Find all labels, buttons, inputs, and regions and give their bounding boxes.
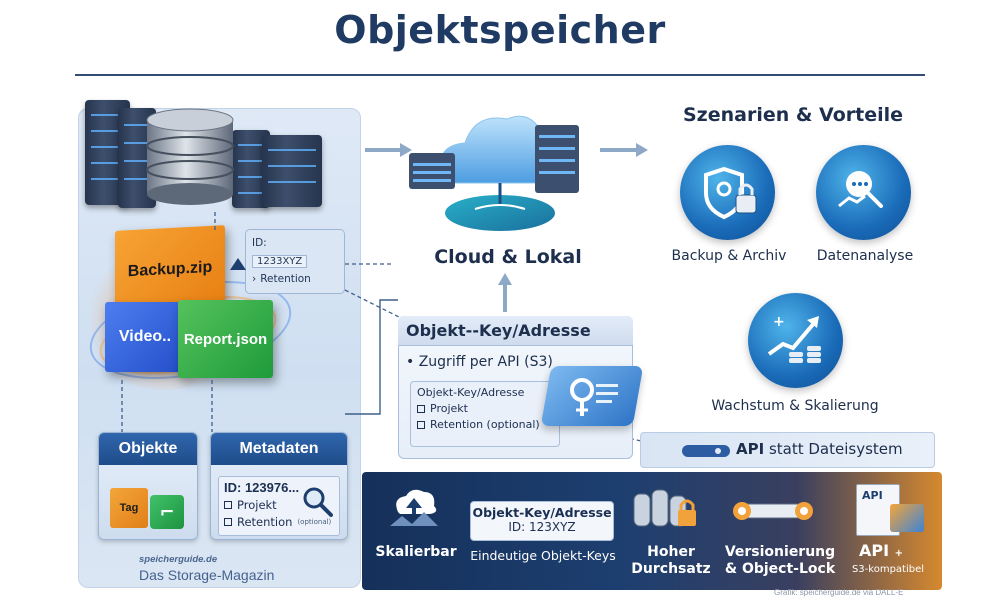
checkbox-icon — [224, 501, 232, 509]
shield-symbol — [704, 166, 757, 220]
storage-lock-icon — [633, 489, 696, 527]
eindeutig-label: Eindeutige Objekt-Keys — [470, 548, 616, 563]
backup-archiv-label: Backup & Archiv — [671, 248, 787, 264]
key-item-label: Projekt — [430, 402, 468, 415]
metadata-item-label: Projekt — [237, 498, 277, 512]
objekte-card: Objekte — [98, 432, 198, 540]
checkbox-icon — [417, 404, 425, 413]
cloud-network-illustration — [409, 115, 579, 231]
versioning-pipe-icon — [733, 502, 813, 520]
metadaten-label: Metadaten — [211, 433, 347, 465]
video-cube: Video.. — [105, 302, 185, 372]
chevron-right-icon: › — [252, 273, 257, 285]
versionierung-line2: & Object-Lock — [724, 561, 836, 577]
cube-label: Report.json — [183, 330, 268, 348]
tag-label: Tag — [119, 502, 139, 514]
object-key-box: Objekt-Key/Adresse Projekt Retention (op… — [410, 381, 560, 447]
api-feature-label: API + — [846, 543, 916, 562]
key-item: Retention (optional) — [417, 418, 553, 431]
key-item-label: Retention (optional) — [430, 418, 540, 431]
durchsatz-line1: Hoher — [647, 544, 695, 560]
cube-stack-icon — [890, 504, 924, 532]
api-main-label: API — [858, 541, 890, 560]
skalierbar-label: Skalierbar — [375, 544, 457, 560]
api-bar — [640, 432, 935, 468]
api-plus: + — [894, 548, 904, 559]
chat-magnifier-symbol — [838, 171, 883, 208]
brand-tagline: Das Storage-Magazin — [139, 567, 275, 583]
id-card-retention: Retention — [260, 273, 311, 285]
cloud-upload-icon — [390, 489, 438, 526]
growth-chart-symbol: + — [767, 314, 821, 363]
image-credit: Grafik: speicherguide.de via DALL-E — [774, 588, 904, 597]
versionierung-line1: Versionierung — [724, 544, 836, 560]
object-id-card: ID: 1233XYZ ›Retention — [245, 229, 345, 294]
server-rack-right2-icon — [262, 135, 322, 207]
title-divider — [75, 74, 925, 76]
growth-icon — [748, 293, 843, 388]
tag-icon: Tag — [110, 488, 148, 528]
api-bar-text: API statt Dateisystem — [736, 440, 903, 458]
database-cylinder-icon — [146, 108, 234, 205]
metadata-id: ID: 123976... — [224, 480, 300, 495]
durchsatz-line2: Durchsatz — [631, 561, 711, 577]
object-key-title: Objekt--Key/Adresse — [398, 316, 633, 346]
id-card-id-label: ID: — [252, 237, 267, 249]
s3-compatible-label: S3-kompatibel — [851, 564, 925, 575]
green-file-icon: ⌐ — [150, 495, 184, 529]
report-json-cube: Report.json — [178, 300, 273, 378]
key-item: Projekt — [417, 402, 553, 415]
api-cable-icon — [682, 445, 730, 457]
feature-key-title: Objekt-Key/Adresse — [472, 505, 612, 520]
key-symbol-icon — [570, 378, 618, 416]
api-document-label: API — [862, 489, 883, 502]
api-bar-bold: API — [736, 440, 765, 458]
object-key-box-title: Objekt-Key/Adresse — [417, 386, 525, 399]
metadata-item-label: Retention — [237, 515, 293, 529]
magnifier-icon — [303, 487, 333, 517]
datenanalyse-label: Datenanalyse — [816, 248, 914, 264]
scenarios-title: Szenarien & Vorteile — [682, 104, 904, 126]
checkbox-icon — [224, 518, 232, 526]
cube-label: Video.. — [118, 328, 172, 345]
optional-note: (optional) — [297, 518, 332, 526]
metadata-item: Projekt — [224, 498, 334, 512]
api-bar-rest: statt Dateisystem — [764, 440, 903, 458]
wachstum-label: Wachstum & Skalierung — [711, 398, 879, 414]
brand-domain: speicherguide.de — [139, 554, 218, 565]
checkbox-icon — [417, 420, 425, 429]
features-band — [362, 472, 942, 590]
page-title: Objektspeicher — [334, 8, 666, 52]
metadata-item: Retention (optional) — [224, 515, 334, 529]
triangle-pointer-icon — [230, 258, 246, 270]
objekte-label: Objekte — [99, 433, 197, 465]
feature-key-id: ID: 123XYZ — [508, 520, 576, 534]
svg-text:+: + — [773, 314, 785, 330]
cloud-caption: Cloud & Lokal — [434, 246, 582, 268]
api-access-note: • Zugriff per API (S3) — [406, 354, 553, 370]
id-card-id-value: 1233XYZ — [252, 254, 308, 268]
object-key-feature-box: Objekt-Key/Adresse ID: 123XYZ — [470, 501, 614, 541]
